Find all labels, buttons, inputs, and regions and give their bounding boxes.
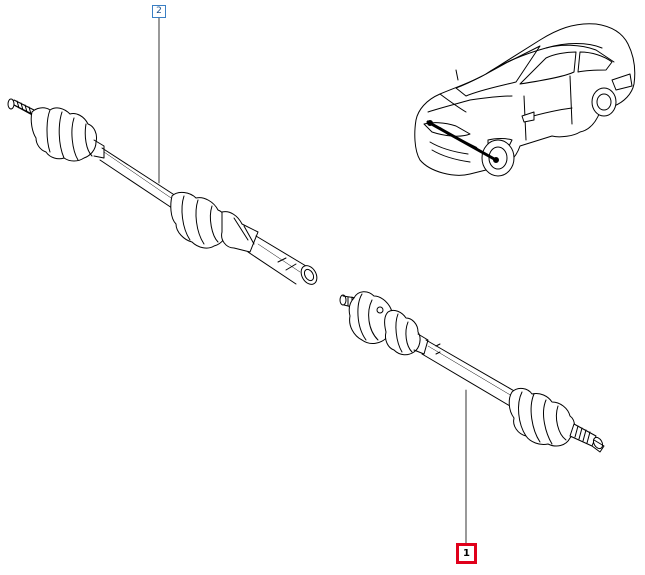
callout-front-shaft-label: 1 — [463, 547, 470, 559]
callout-front-shaft[interactable]: 1 — [456, 543, 477, 564]
callout-rear-shaft-label: 2 — [156, 6, 162, 16]
car-illustration — [414, 23, 636, 177]
callout-rear-shaft[interactable]: 2 — [152, 5, 166, 18]
drive-shaft-upper — [7, 98, 318, 285]
drive-shaft-lower — [339, 291, 605, 453]
